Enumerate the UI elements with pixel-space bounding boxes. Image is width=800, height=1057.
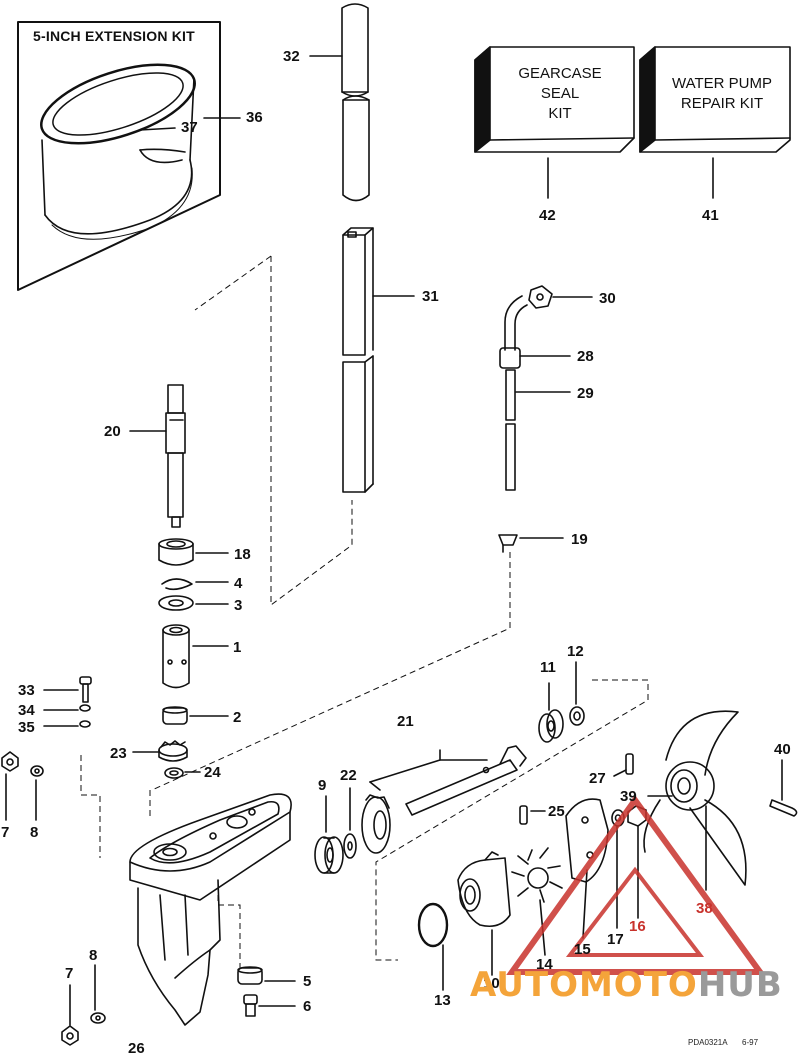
driveshaft-tube-part-31 (342, 227, 415, 493)
callout-29: 29 (577, 385, 594, 402)
callout-22: 22 (340, 767, 357, 784)
propeller-part-38 (643, 710, 747, 891)
callout-25: 25 (548, 803, 565, 820)
callout-21: 21 (397, 713, 414, 730)
callout-31: 31 (422, 288, 439, 305)
driveshaft-part-20 (129, 384, 186, 528)
callout-16: 16 (629, 918, 646, 935)
callout-7-upper: 7 (1, 824, 10, 841)
callout-1: 1 (233, 639, 242, 656)
seal-part-12 (569, 661, 585, 726)
callout-4: 4 (234, 575, 243, 592)
pinion-gear-part-23 (132, 740, 188, 762)
bearing-housing-part-1 (162, 624, 229, 689)
callout-3: 3 (234, 597, 243, 614)
callout-19: 19 (571, 531, 588, 548)
callout-10: 10 (483, 975, 500, 992)
callout-28: 28 (577, 348, 594, 365)
callout-11: 11 (540, 659, 556, 676)
bearing-part-2 (162, 706, 229, 725)
callout-17: 17 (607, 931, 624, 948)
watermark-part-2: HUB (697, 965, 783, 1005)
kit-line: GEARCASE (518, 65, 602, 82)
callout-12: 12 (567, 643, 584, 660)
kit-line: REPAIR KIT (680, 95, 764, 112)
gearcase-housing-part-26 (129, 793, 292, 1026)
callout-40: 40 (774, 741, 791, 758)
drawing-date: 6-97 (742, 1038, 759, 1047)
kit-line: SEAL (540, 85, 580, 102)
gearcase-kit-label: GEARCASE SEAL KIT (494, 64, 626, 124)
callout-14: 14 (536, 956, 553, 973)
callout-33: 33 (18, 682, 35, 699)
impeller-part-14 (511, 847, 563, 956)
callout-8-lower: 8 (89, 947, 98, 964)
callout-24: 24 (204, 764, 221, 781)
callout-37: 37 (181, 119, 198, 136)
water-pump-kit-box (639, 46, 791, 199)
bearing-part-11 (538, 682, 564, 743)
pin-part-25 (519, 805, 546, 825)
pump-housing-part-10 (457, 851, 511, 976)
watermark-part-1: AUTOMOTO (470, 965, 698, 1005)
extension-spacer-part-36 (40, 63, 196, 240)
o-ring-part-13 (417, 902, 449, 991)
inset-title: 5-INCH EXTENSION KIT (33, 28, 195, 44)
bearing-part-9 (314, 795, 344, 874)
callout-2: 2 (233, 709, 242, 726)
callout-23: 23 (110, 745, 127, 762)
callout-5: 5 (303, 973, 312, 990)
upper-tube-part-32 (309, 3, 370, 202)
bearing-part-18 (158, 538, 229, 566)
callout-42: 42 (539, 207, 556, 224)
screw-part-7-upper (1, 751, 44, 821)
extension-kit-inset (17, 21, 241, 291)
gearcase-seal-kit-box (474, 46, 635, 199)
callout-26: 26 (128, 1040, 145, 1057)
pin-part-27 (613, 753, 634, 777)
kit-line: WATER PUMP (672, 75, 772, 92)
water-tube-assembly (498, 285, 593, 553)
callout-30: 30 (599, 290, 616, 307)
callout-35: 35 (18, 719, 35, 736)
screw-part-6 (243, 994, 296, 1017)
drawing-code: PDA0321A (688, 1038, 728, 1047)
callout-6: 6 (303, 998, 312, 1015)
callout-27: 27 (589, 770, 606, 787)
callout-32: 32 (283, 48, 300, 65)
plug-part-5 (237, 966, 296, 985)
callout-36: 36 (246, 109, 263, 126)
propshaft-gear-part-21 (361, 745, 527, 854)
callout-38: 38 (696, 900, 713, 917)
callout-34: 34 (18, 702, 35, 719)
washer-part-22 (343, 787, 357, 859)
callout-39: 39 (620, 788, 637, 805)
kit-line: KIT (548, 105, 572, 122)
watermark-text: AUTOMOTOHUB (470, 968, 783, 1002)
callout-9: 9 (318, 777, 327, 794)
screw-part-7-lower (61, 964, 106, 1046)
washer-part-3 (158, 595, 229, 611)
callout-41: 41 (702, 207, 719, 224)
screw-part-33 (43, 676, 92, 728)
callout-20: 20 (104, 423, 121, 440)
callout-13: 13 (434, 992, 451, 1009)
cotter-pin-part-40 (769, 759, 798, 817)
callout-8-upper: 8 (30, 824, 39, 841)
retaining-ring-part-4 (161, 578, 229, 591)
callout-18: 18 (234, 546, 251, 563)
screw-part-16 (627, 805, 647, 919)
watermark-logo (506, 794, 766, 975)
callout-15: 15 (574, 941, 591, 958)
water-pump-kit-label: WATER PUMP REPAIR KIT (656, 74, 788, 114)
callout-7-lower: 7 (65, 965, 74, 982)
